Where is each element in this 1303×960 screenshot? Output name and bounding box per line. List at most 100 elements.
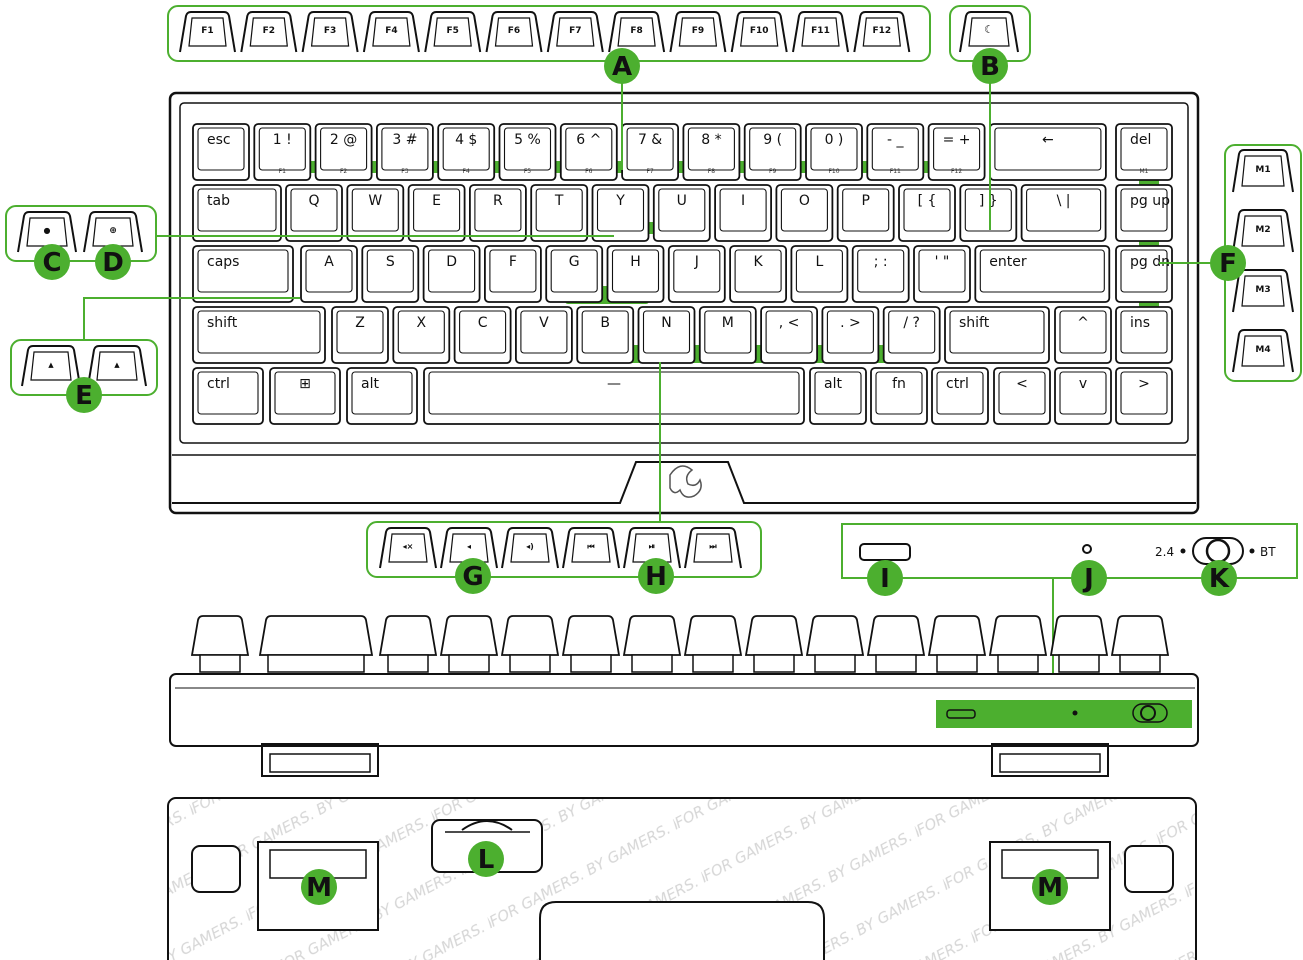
key-row1-1-sub: F1 xyxy=(279,168,286,175)
callout-a: A xyxy=(604,48,640,84)
key-row1-9-sub: F9 xyxy=(769,168,776,175)
key-row3-8-label: K xyxy=(754,254,764,270)
key-row4-7-label: M xyxy=(722,315,734,331)
key-row5-5-label: fn xyxy=(892,376,906,392)
key-row4-11-label: shift xyxy=(959,315,990,331)
callout-label: B xyxy=(980,52,1000,82)
status-led-icon xyxy=(1083,545,1091,553)
key-row4-4-label: V xyxy=(539,315,549,331)
key-row3-5-label: G xyxy=(569,254,580,270)
key-row2-0-label: tab xyxy=(207,193,230,209)
key-row2-11: [ { xyxy=(899,185,955,241)
key-row4-4: V xyxy=(516,307,572,363)
callout-d: D xyxy=(95,244,131,280)
key-row3-12: enter xyxy=(975,246,1109,302)
key-row5-5: fn xyxy=(871,368,927,424)
key-row2-9-label: O xyxy=(799,193,810,209)
key-row1-14-sub: M1 xyxy=(1140,168,1149,175)
media-key-vol-up: ◂) xyxy=(502,528,558,568)
key-row1-2-sub: F2 xyxy=(340,168,347,175)
key-row1-12: = +F12 xyxy=(929,124,985,180)
key-row2-0: tab xyxy=(193,185,281,241)
key-row4-7: M xyxy=(700,307,756,363)
key-row2-6-label: Y xyxy=(615,193,625,209)
front-keycap xyxy=(1051,616,1107,672)
fkey-f11-label: F11 xyxy=(811,26,830,36)
callout-label: C xyxy=(42,248,61,278)
macro-key-m4-label: M4 xyxy=(1255,345,1270,355)
key-row1-6-sub: F6 xyxy=(585,168,592,175)
key-row3-6: H xyxy=(608,246,664,302)
front-keycap xyxy=(1112,616,1168,672)
key-row1-11: - _F11 xyxy=(867,124,923,180)
key-row5-9: > xyxy=(1116,368,1172,424)
key-row4-11: shift xyxy=(945,307,1049,363)
key-row2-7-label: U xyxy=(677,193,687,209)
sleep-keycap-label: ☾ xyxy=(984,23,994,36)
macro-key-m2-label: M2 xyxy=(1255,225,1270,235)
key-row1-4-label: 4 $ xyxy=(455,132,477,148)
media-key-mute-label: ◂× xyxy=(403,542,414,551)
key-row5-2: alt xyxy=(347,368,417,424)
key-row2-4: R xyxy=(470,185,526,241)
key-row4-1: Z xyxy=(332,307,388,363)
fkey-f6: F6 xyxy=(487,12,542,52)
fkey-f4: F4 xyxy=(364,12,419,52)
key-row2-10: P xyxy=(838,185,894,241)
key-row3-4-label: F xyxy=(509,254,517,270)
key-row4-6-label: N xyxy=(661,315,671,331)
key-row5-4: alt xyxy=(810,368,866,424)
key-row3-3-label: D xyxy=(446,254,457,270)
key-row3-8: K xyxy=(730,246,786,302)
callout-k: K xyxy=(1201,560,1237,596)
key-row4-2: X xyxy=(393,307,449,363)
key-row5-2-label: alt xyxy=(361,376,379,392)
key-row1-5-sub: F5 xyxy=(524,168,531,175)
key-row3-13: pg dn xyxy=(1116,246,1172,302)
sleep-key: ☾ xyxy=(960,12,1018,52)
key-row4-12: ^ xyxy=(1055,307,1111,363)
key-row5-6: ctrl xyxy=(932,368,988,424)
callout-c: C xyxy=(34,244,70,280)
front-keycap xyxy=(192,616,248,672)
key-row5-8: v xyxy=(1055,368,1111,424)
fkey-f9-label: F9 xyxy=(692,26,704,36)
key-row2-11-label: [ { xyxy=(918,193,937,209)
key-row5-6-label: ctrl xyxy=(946,376,969,392)
key-row3-11-label: ' " xyxy=(935,254,950,270)
key-row3-11: ' " xyxy=(914,246,970,302)
key-row3-9-label: L xyxy=(815,254,823,270)
callout-j: J xyxy=(1071,560,1107,596)
key-row5-7-label: < xyxy=(1016,376,1028,392)
callout-label: E xyxy=(75,381,93,411)
key-row4-0-label: shift xyxy=(207,315,238,331)
fkey-f8-label: F8 xyxy=(630,26,642,36)
callout-label: K xyxy=(1209,564,1230,594)
front-keycap xyxy=(990,616,1046,672)
keycap-c-label: ● xyxy=(44,226,51,235)
key-row1-9-label: 9 ( xyxy=(763,132,782,148)
key-row3-7: J xyxy=(669,246,725,302)
key-row1-8: 8 *F8 xyxy=(683,124,739,180)
media-key-prev-label: ⏮ xyxy=(587,542,594,551)
fkey-row: F1F2F3F4F5F6F7F8F9F10F11F12 xyxy=(180,12,909,52)
key-row3-0-label: caps xyxy=(207,254,239,270)
macro-key-m3: M3 xyxy=(1233,270,1293,312)
sleep-keycap: ☾ xyxy=(960,12,1018,52)
fkey-f5: F5 xyxy=(425,12,480,52)
callout-label: I xyxy=(880,564,890,594)
media-keys: ◂×◂◂)⏮⏯⏭ xyxy=(380,528,741,568)
callout-m2: M xyxy=(1032,869,1068,905)
front-keycap xyxy=(746,616,802,672)
fkey-f10: F10 xyxy=(732,12,787,52)
key-row1-13: ← xyxy=(990,124,1106,180)
key-row3-0: caps xyxy=(193,246,293,302)
macro-key-m1-label: M1 xyxy=(1255,165,1270,175)
key-row5-1-label: ⊞ xyxy=(299,376,311,392)
key-row2-6: Y xyxy=(593,185,649,241)
key-row1-3-label: 3 # xyxy=(392,132,417,148)
key-row2-9: O xyxy=(776,185,832,241)
media-key-play-pause-label: ⏯ xyxy=(649,542,655,551)
key-row2-13-label: \ | xyxy=(1057,193,1071,209)
